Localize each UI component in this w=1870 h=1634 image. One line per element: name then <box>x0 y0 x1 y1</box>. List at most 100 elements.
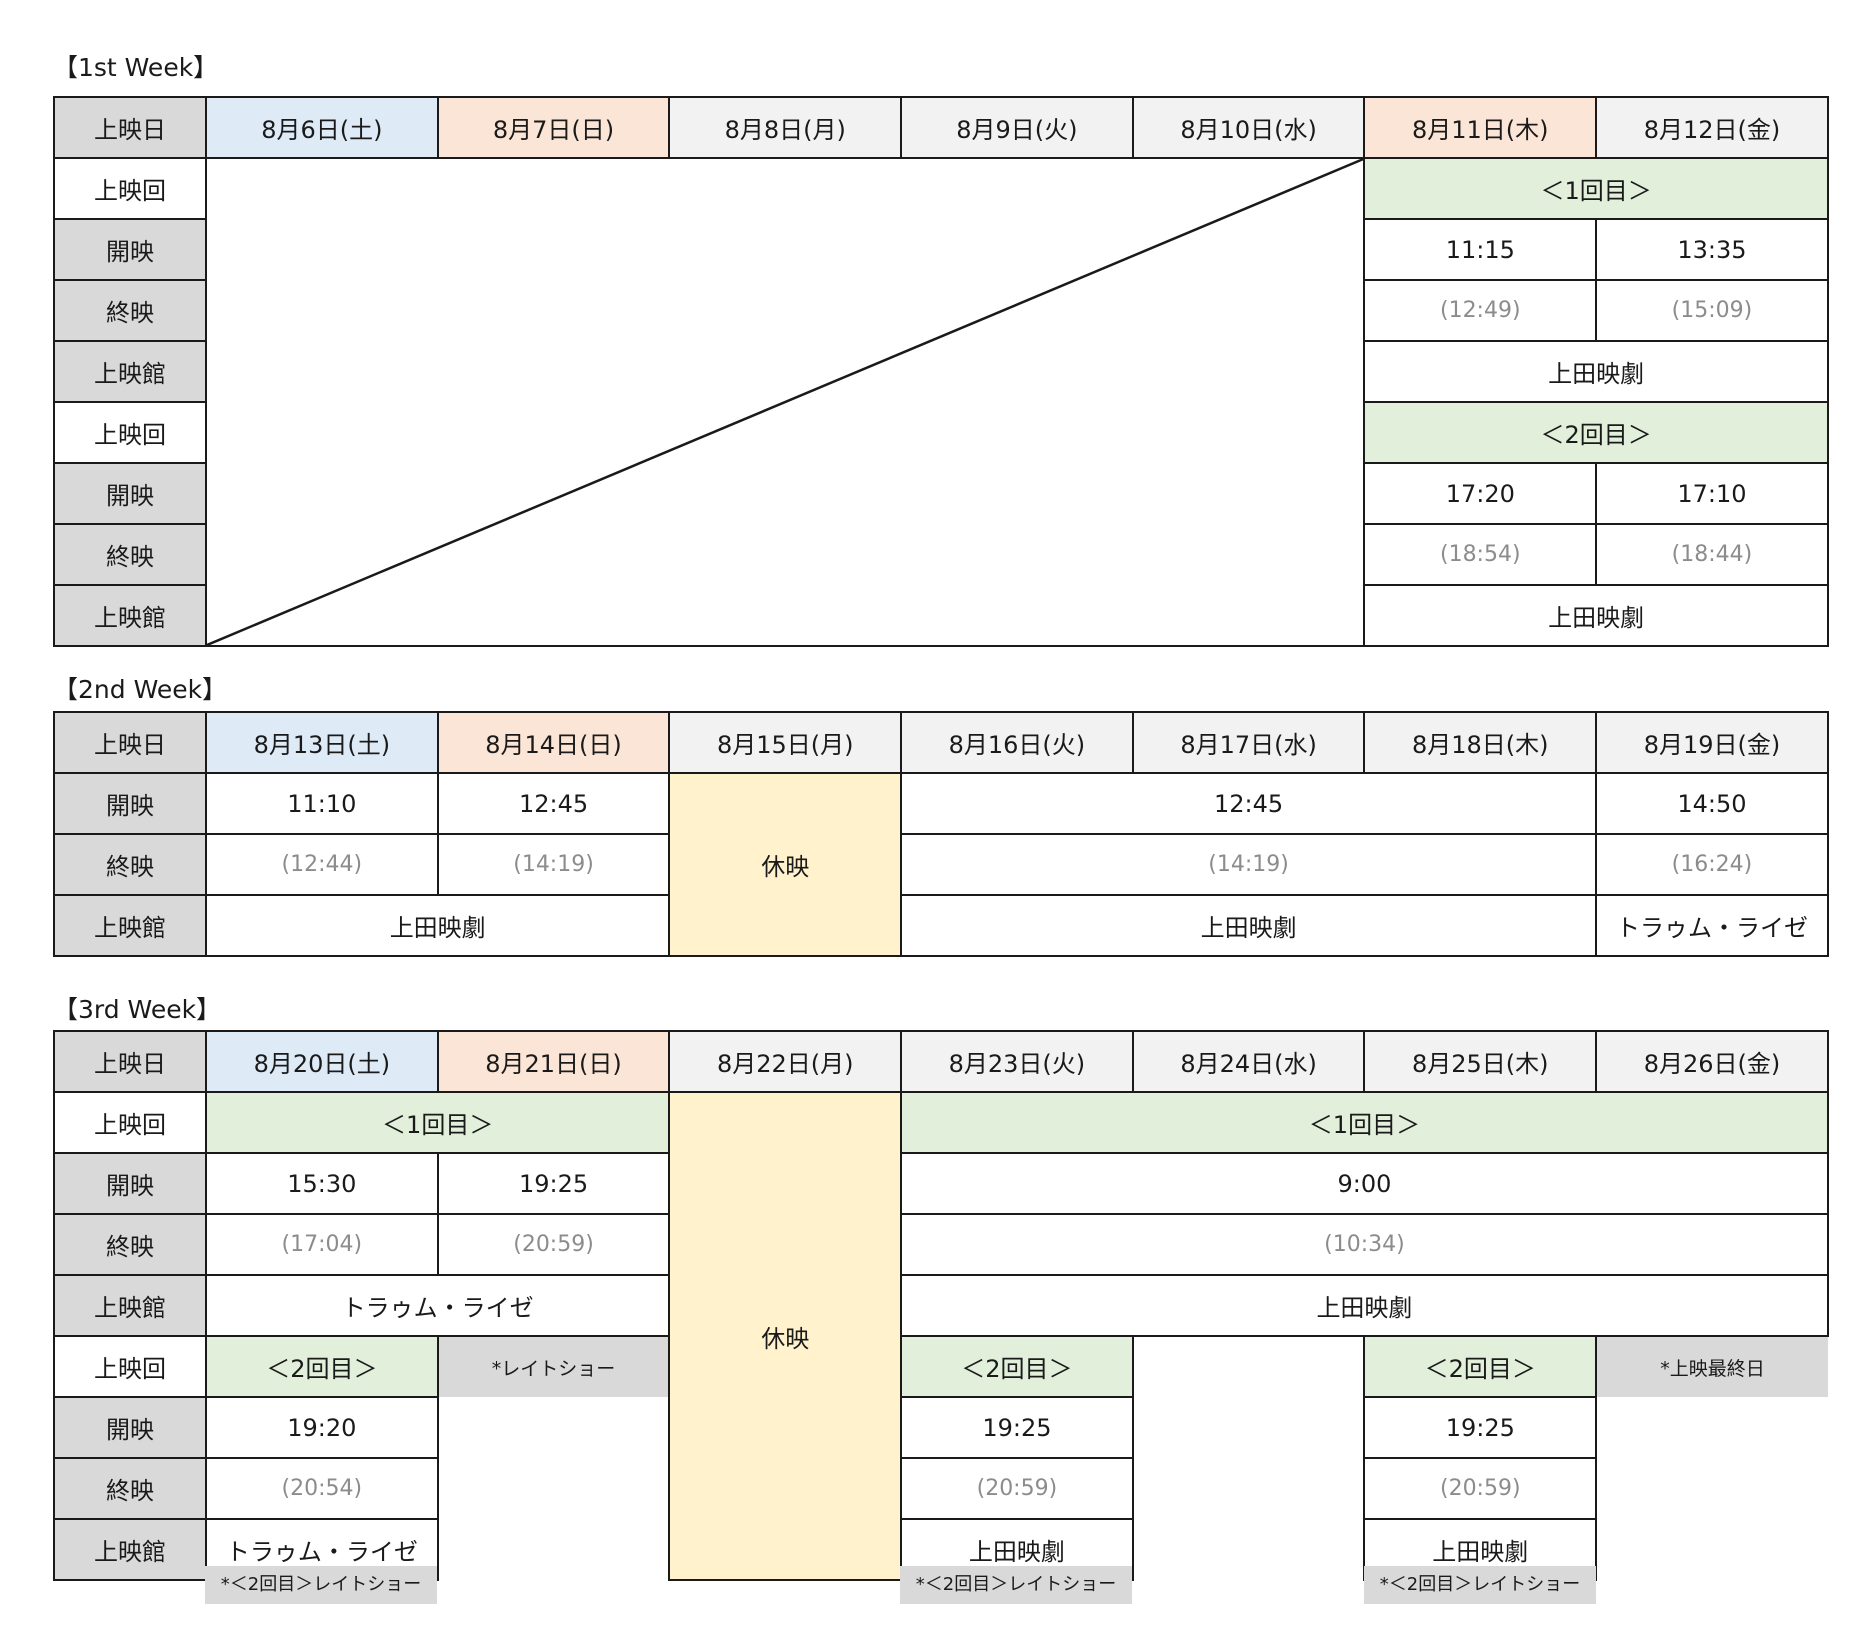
table-row: 上映回 ＜1回目＞ <box>53 157 1829 647</box>
label-venue: 上映館 <box>53 584 207 647</box>
table-row: 終映 (12:44) (14:19) (14:19) (16:24) <box>53 833 1829 896</box>
end-time: (20:59) <box>1363 1457 1598 1520</box>
label-round: 上映回 <box>53 1335 207 1398</box>
date-header: 8月18日(木) <box>1363 711 1598 774</box>
label-date: 上映日 <box>53 711 207 774</box>
date-header: 8月21日(日) <box>436 1030 671 1093</box>
venue: トラゥム・ライゼ <box>204 1274 671 1337</box>
table-row: 開映 15:30 19:25 9:00 <box>53 1152 1829 1215</box>
start-time: 19:25 <box>436 1152 671 1215</box>
table-row: 上映日 8月6日(土) 8月7日(日) 8月8日(月) 8月9日(火) 8月10… <box>53 96 1829 159</box>
end-time: (18:44) <box>1595 523 1829 586</box>
round-header: ＜1回目＞ <box>1363 157 1829 220</box>
empty-cell <box>438 1458 670 1519</box>
venue: 上田映劇 <box>1363 340 1829 403</box>
empty-cell <box>1596 1397 1828 1458</box>
venue: 上田映劇 <box>204 894 671 957</box>
start-time: 9:00 <box>900 1152 1829 1215</box>
end-time: (17:04) <box>205 1213 439 1276</box>
end-time: (16:24) <box>1595 833 1829 896</box>
start-time: 17:20 <box>1363 462 1598 525</box>
round-header: ＜1回目＞ <box>204 1091 671 1154</box>
venue: トラゥム・ライゼ <box>1595 894 1829 957</box>
late-show-footnote: *＜2回目＞レイトショー <box>900 1566 1132 1604</box>
label-venue: 上映館 <box>53 1518 207 1581</box>
label-start: 開映 <box>53 772 207 835</box>
label-end: 終映 <box>53 279 207 342</box>
label-start: 開映 <box>53 462 207 525</box>
round-header: ＜2回目＞ <box>205 1335 439 1398</box>
table-row: 上映回 ＜2回目＞ *レイトショー ＜2回目＞ ＜2回目＞ *上映最終日 <box>53 1335 1828 1398</box>
end-time: (14:19) <box>900 833 1598 896</box>
late-show-footnote: *＜2回目＞レイトショー <box>1364 1566 1596 1604</box>
venue: 上田映劇 <box>900 1274 1829 1337</box>
label-end: 終映 <box>53 1457 207 1520</box>
week2-schedule-table: 上映日 8月13日(土) 8月14日(日) 8月15日(月) 8月16日(火) … <box>53 711 1829 957</box>
date-header: 8月13日(土) <box>205 711 439 774</box>
table-row: 上映館 上田映劇 上田映劇 トラゥム・ライゼ <box>53 894 1829 957</box>
date-header: 8月11日(木) <box>1363 96 1598 159</box>
start-time: 19:25 <box>1363 1396 1598 1459</box>
table-row: 上映回 ＜2回目＞ <box>53 401 1829 464</box>
late-show-note: *レイトショー <box>437 1336 670 1397</box>
empty-cell <box>1133 1519 1365 1580</box>
table-row: 開映 19:20 19:25 19:25 <box>53 1396 1828 1459</box>
table-row: 開映 17:20 17:10 <box>53 462 1829 525</box>
closed-cell: 休映 <box>668 772 903 957</box>
date-header: 8月12日(金) <box>1595 96 1829 159</box>
date-header: 8月15日(月) <box>668 711 903 774</box>
date-header: 8月6日(土) <box>205 96 439 159</box>
end-time: (12:44) <box>205 833 439 896</box>
label-round: 上映回 <box>53 157 207 220</box>
empty-cell <box>1596 1519 1828 1580</box>
date-header: 8月9日(火) <box>900 96 1134 159</box>
label-start: 開映 <box>53 218 207 281</box>
label-venue: 上映館 <box>53 894 207 957</box>
start-time: 19:20 <box>205 1396 439 1459</box>
week3-title: 【3rd Week】 <box>53 995 222 1024</box>
start-time: 19:25 <box>900 1396 1134 1459</box>
week3-schedule-table: 上映日 8月20日(土) 8月21日(日) 8月22日(月) 8月23日(火) … <box>53 1030 1829 1581</box>
date-header: 8月23日(火) <box>900 1030 1134 1093</box>
table-row: 上映回 ＜1回目＞ 休映 ＜1回目＞ <box>53 1091 1829 1581</box>
date-header: 8月8日(月) <box>668 96 903 159</box>
label-venue: 上映館 <box>53 1274 207 1337</box>
date-header: 8月24日(水) <box>1131 1030 1366 1093</box>
date-header: 8月17日(水) <box>1131 711 1366 774</box>
table-row: 開映 11:10 12:45 休映 12:45 14:50 <box>53 772 1829 957</box>
end-time: (20:59) <box>436 1213 671 1276</box>
table-row: 上映館 トラゥム・ライゼ 上田映劇 <box>53 1274 1829 1337</box>
label-date: 上映日 <box>53 1030 207 1093</box>
venue: 上田映劇 <box>1363 584 1829 647</box>
table-row: 終映 (17:04) (20:59) (10:34) <box>53 1213 1829 1276</box>
date-header: 8月19日(金) <box>1595 711 1829 774</box>
table-row: 開映 11:15 13:35 <box>53 218 1829 281</box>
start-time: 13:35 <box>1595 218 1829 281</box>
date-header: 8月22日(月) <box>668 1030 903 1093</box>
label-round: 上映回 <box>53 401 207 464</box>
start-time: 15:30 <box>205 1152 439 1215</box>
start-time: 17:10 <box>1595 462 1829 525</box>
label-date: 上映日 <box>53 96 207 159</box>
end-time: (12:49) <box>1363 279 1598 342</box>
end-time: (10:34) <box>900 1213 1829 1276</box>
empty-cell <box>438 1397 670 1458</box>
end-time: (20:54) <box>205 1457 439 1520</box>
date-header: 8月10日(水) <box>1131 96 1366 159</box>
empty-cell <box>1133 1458 1365 1519</box>
label-end: 終映 <box>53 833 207 896</box>
table-row: 上映館 上田映劇 <box>53 584 1829 647</box>
date-header: 8月20日(土) <box>205 1030 439 1093</box>
label-end: 終映 <box>53 523 207 586</box>
start-time: 12:45 <box>900 772 1598 835</box>
table-row: 終映 (20:54) (20:59) (20:59) <box>53 1457 1828 1520</box>
empty-cell <box>438 1519 670 1580</box>
date-header: 8月14日(日) <box>436 711 671 774</box>
empty-cell <box>1133 1397 1365 1458</box>
empty-cell <box>1133 1336 1365 1397</box>
table-row: 終映 (18:54) (18:44) <box>53 523 1829 586</box>
date-header: 8月25日(木) <box>1363 1030 1598 1093</box>
start-time: 12:45 <box>436 772 671 835</box>
label-venue: 上映館 <box>53 340 207 403</box>
start-time: 11:10 <box>205 772 439 835</box>
